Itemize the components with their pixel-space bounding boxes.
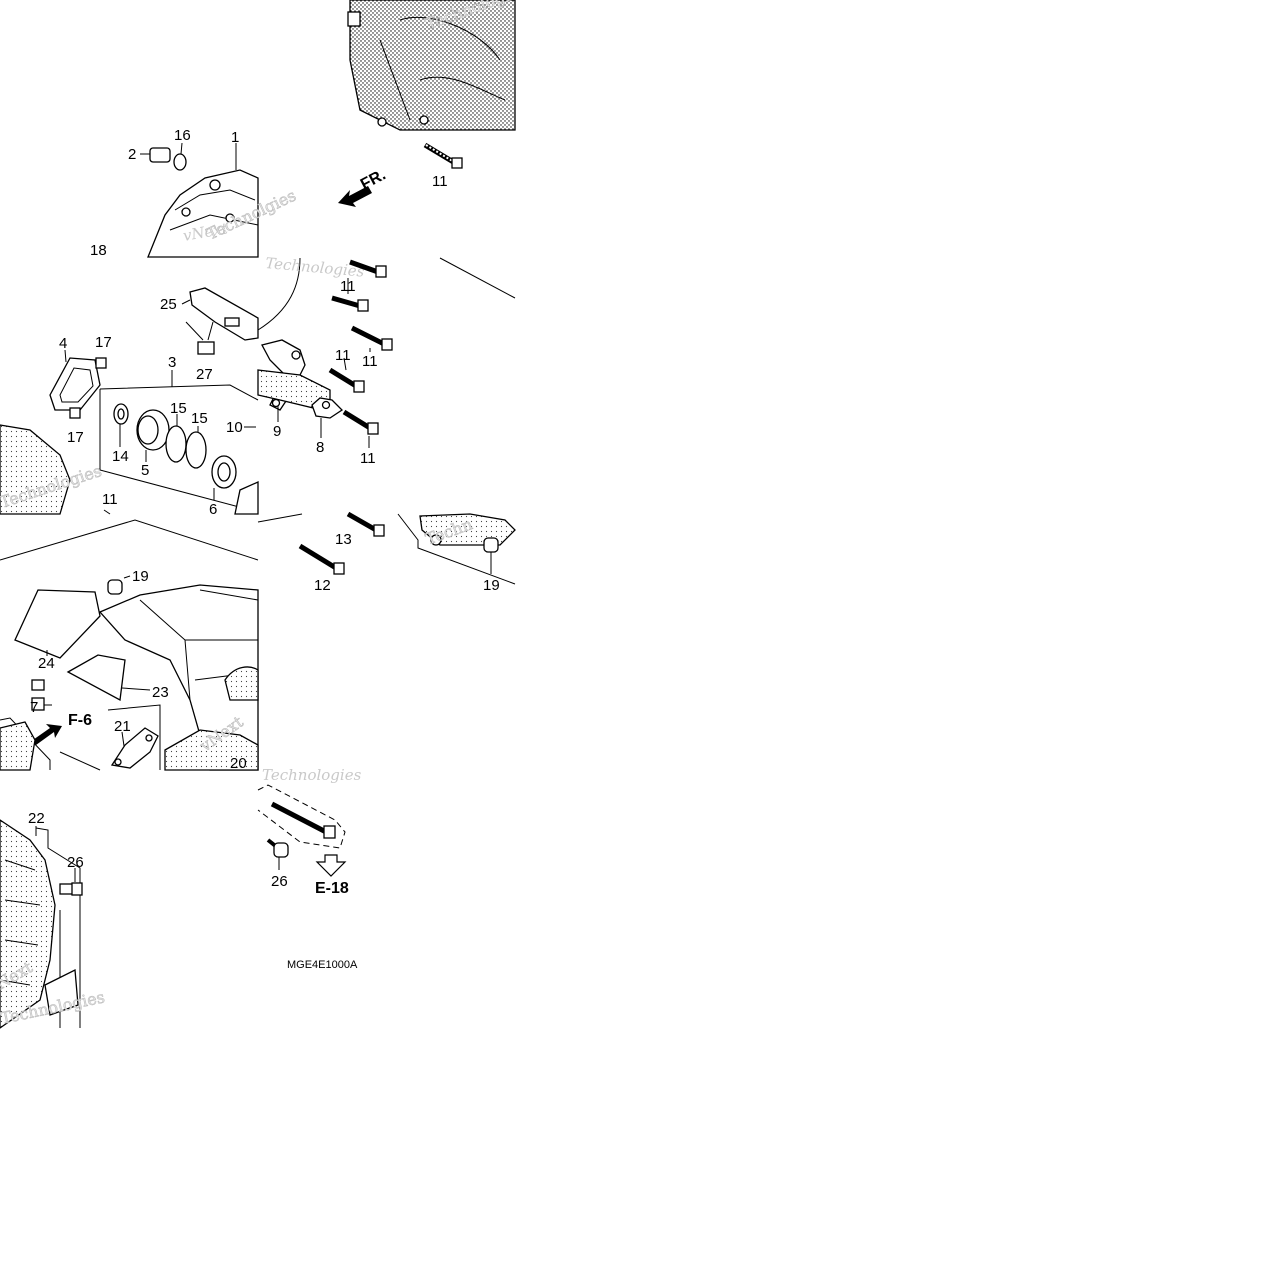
bolt-11-e bbox=[342, 409, 379, 435]
bolt-26-left bbox=[59, 882, 83, 896]
callout-3: 3 bbox=[168, 354, 176, 371]
callout-11-a: 11 bbox=[340, 278, 356, 295]
callout-13: 13 bbox=[335, 531, 352, 548]
bolt-11-c bbox=[350, 325, 393, 351]
cover-edge bbox=[257, 257, 301, 331]
arrow-f6-icon bbox=[30, 724, 62, 745]
watermark: Technologies bbox=[265, 254, 366, 281]
callout-2: 2 bbox=[128, 146, 136, 163]
diagram-code: MGE4E1000A bbox=[287, 959, 358, 971]
o-ring-15a bbox=[165, 425, 187, 463]
collar-19-right bbox=[483, 537, 499, 553]
caliper-body bbox=[0, 424, 71, 515]
reference-f6: F-6 bbox=[68, 712, 92, 729]
panel-24 bbox=[14, 589, 101, 659]
housing-22 bbox=[0, 819, 56, 1029]
callout-19-left: 19 bbox=[132, 568, 149, 585]
seal-kit-3-box bbox=[99, 370, 259, 513]
bolt-11-b bbox=[331, 295, 369, 312]
callout-21: 21 bbox=[114, 718, 131, 735]
callout-22: 22 bbox=[28, 810, 45, 827]
assembly-outline bbox=[0, 519, 259, 561]
bolt-26-right bbox=[266, 838, 289, 858]
callout-19-right: 19 bbox=[483, 577, 500, 594]
long-bolt bbox=[270, 801, 336, 839]
gasket-4 bbox=[49, 357, 101, 411]
o-ring-16 bbox=[173, 153, 187, 171]
callout-15-a: 15 bbox=[170, 400, 187, 417]
callout-11-b: 11 bbox=[335, 347, 351, 364]
o-ring-15b bbox=[185, 431, 207, 469]
side-cover bbox=[147, 169, 259, 258]
screw-7-b bbox=[31, 697, 45, 711]
callout-8: 8 bbox=[316, 439, 324, 456]
engine-case-upper bbox=[347, 0, 516, 131]
callout-9: 9 bbox=[273, 423, 281, 440]
callout-11: 11 bbox=[432, 173, 448, 190]
callout-11-d: 11 bbox=[360, 450, 376, 467]
callout-26-left: 26 bbox=[67, 854, 84, 871]
callout-7: 7 bbox=[30, 699, 38, 716]
bracket-21 bbox=[110, 727, 159, 769]
callout-17-lower: 17 bbox=[67, 429, 84, 446]
bolt-group-boundary bbox=[257, 784, 346, 849]
callout-4: 4 bbox=[59, 335, 67, 352]
bracket-25 bbox=[189, 287, 259, 341]
bolt-12 bbox=[298, 543, 345, 575]
mount-block bbox=[419, 513, 516, 546]
callout-23: 23 bbox=[152, 684, 169, 701]
callout-20: 20 bbox=[230, 755, 247, 772]
callout-18: 18 bbox=[90, 242, 107, 259]
callout-11-mid-left: 11 bbox=[102, 491, 118, 508]
callout-24: 24 bbox=[38, 655, 55, 672]
callout-14: 14 bbox=[112, 448, 129, 465]
caliper-fragment bbox=[234, 480, 259, 515]
callout-12: 12 bbox=[314, 577, 331, 594]
callout-11-c: 11 bbox=[362, 353, 378, 370]
bracket-9 bbox=[261, 339, 306, 411]
bracket-8 bbox=[311, 397, 344, 419]
bolt-13 bbox=[346, 511, 385, 537]
screw-7-a bbox=[31, 679, 45, 691]
bolt-27 bbox=[197, 341, 215, 355]
bolt-11-a bbox=[349, 259, 387, 278]
callout-6: 6 bbox=[209, 501, 217, 518]
bolt-11-d bbox=[328, 367, 365, 393]
dowel-17-lower bbox=[69, 407, 81, 419]
callout-26-right: 26 bbox=[271, 873, 288, 890]
callout-27: 27 bbox=[196, 366, 213, 383]
callout-15-b: 15 bbox=[191, 410, 208, 427]
reference-e18: E-18 bbox=[315, 880, 349, 897]
dowel-17-upper bbox=[95, 357, 107, 369]
dowel-pin-top bbox=[347, 11, 361, 27]
callout-5: 5 bbox=[141, 462, 149, 479]
callout-10: 10 bbox=[226, 419, 243, 436]
radiator-shroud bbox=[98, 584, 259, 771]
panel-23 bbox=[66, 654, 126, 702]
bolt-11-top bbox=[423, 142, 463, 169]
callout-16: 16 bbox=[174, 127, 191, 144]
dowel-pin-2 bbox=[149, 147, 171, 163]
callout-25: 25 bbox=[160, 296, 177, 313]
arrow-e18-icon bbox=[315, 854, 347, 877]
callout-1: 1 bbox=[231, 129, 239, 146]
callout-17-upper: 17 bbox=[95, 334, 112, 351]
collar-19-left bbox=[107, 579, 123, 595]
front-arrow-icon: FR. bbox=[338, 166, 389, 207]
watermark: Technologies bbox=[262, 766, 362, 784]
